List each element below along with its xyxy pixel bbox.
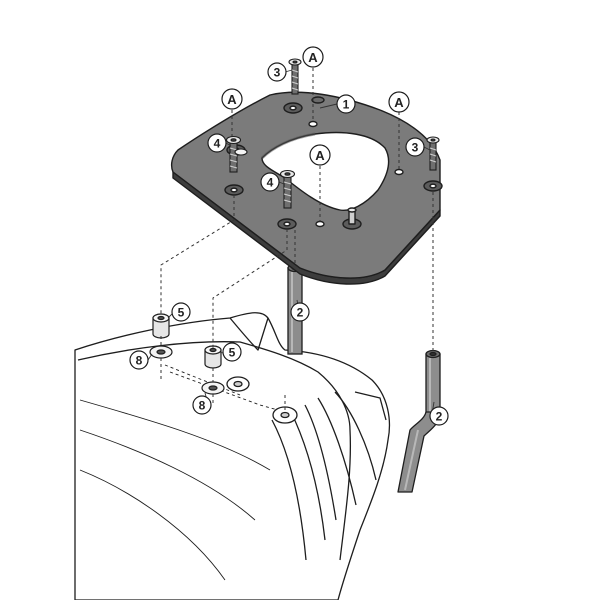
callout-bar-left: 2 xyxy=(290,302,310,322)
support-bar-right xyxy=(397,349,441,493)
callouts: 1 3 A A A A 4 xyxy=(129,46,449,426)
callout-screw-right: 3 xyxy=(405,137,425,157)
callout-screw-center: 4 xyxy=(260,172,280,192)
callout-screw-top: 3 xyxy=(267,62,287,82)
svg-text:2: 2 xyxy=(297,306,304,320)
svg-text:8: 8 xyxy=(199,399,206,413)
washer-right xyxy=(201,381,225,395)
plate-stud xyxy=(342,207,362,230)
svg-text:5: 5 xyxy=(178,306,185,320)
callout-screw-left: 4 xyxy=(207,133,227,153)
washer-left xyxy=(149,345,173,359)
spacer-right xyxy=(204,345,222,369)
svg-text:4: 4 xyxy=(214,137,221,151)
svg-text:8: 8 xyxy=(136,354,143,368)
svg-text:A: A xyxy=(394,95,404,110)
screw-center xyxy=(279,169,296,209)
callout-letter-right: A xyxy=(388,91,410,113)
assembly-leaders xyxy=(160,68,434,412)
callout-bar-right: 2 xyxy=(429,406,449,426)
callout-washer-right: 8 xyxy=(192,395,212,415)
callout-washer-left: 8 xyxy=(129,350,149,370)
svg-text:A: A xyxy=(315,148,325,163)
svg-text:3: 3 xyxy=(412,141,419,155)
callout-spacer-right: 5 xyxy=(222,342,242,362)
callout-letter-top: A xyxy=(302,46,324,68)
svg-text:4: 4 xyxy=(267,176,274,190)
screw-right xyxy=(426,136,440,171)
spacer-left xyxy=(152,313,170,339)
callout-spacer-left: 5 xyxy=(171,302,191,322)
svg-text:5: 5 xyxy=(229,346,236,360)
svg-text:3: 3 xyxy=(274,66,281,80)
svg-text:A: A xyxy=(308,50,318,65)
callout-plate: 1 xyxy=(336,94,356,114)
svg-text:A: A xyxy=(227,92,237,107)
mounting-plate xyxy=(170,91,443,285)
screw-top xyxy=(288,58,302,95)
callout-letter-center: A xyxy=(309,144,331,166)
rear-fairing xyxy=(74,312,391,600)
svg-text:1: 1 xyxy=(343,98,350,112)
screw-left xyxy=(225,135,248,173)
svg-text:2: 2 xyxy=(436,410,443,424)
callout-letter-left: A xyxy=(221,88,243,110)
